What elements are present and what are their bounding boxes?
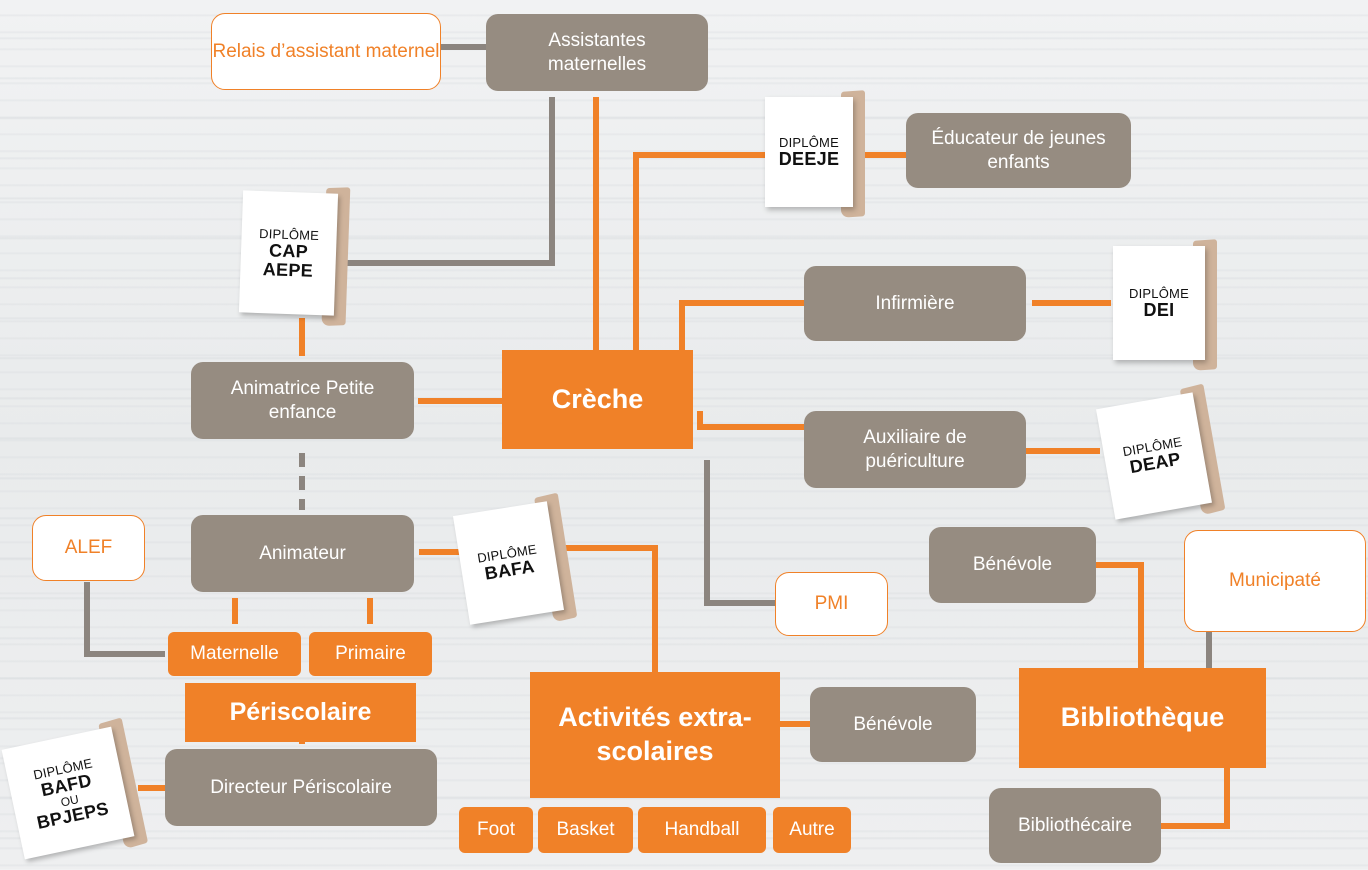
relais-label: Relais d’assistant maternel: [212, 40, 440, 62]
diploma-code-line2: AEPE: [262, 258, 314, 281]
primaire-tag: Primaire: [309, 632, 432, 676]
line-creche-auxiliaire: [697, 411, 805, 430]
benevole-activites-box: Bénévole: [810, 687, 976, 762]
auxiliaire-label: Auxiliaire de puériculture: [863, 426, 967, 472]
line-pmi: [704, 460, 775, 606]
line-assistantes-cap: [340, 97, 555, 266]
bibliothecaire-box: Bibliothécaire: [989, 788, 1161, 863]
autre-tag: Autre: [773, 807, 851, 853]
relais-assistant-maternel-box: Relais d’assistant maternel: [211, 13, 441, 90]
diploma-code: CAP: [268, 239, 309, 262]
line-bafa-activites: [558, 545, 658, 672]
bibliotheque-label: Bibliothèque: [1060, 702, 1225, 733]
diploma-deap: DIPLÔME DEAP: [1096, 383, 1226, 520]
maternelle-label: Maternelle: [190, 643, 279, 665]
infirmiere-label: Infirmière: [875, 292, 955, 314]
line-creche-deeje: [633, 152, 765, 350]
animatrice-label: Animatrice Petite enfance: [230, 377, 375, 423]
creche-label: Crèche: [551, 383, 644, 414]
line-creche-infirmiere: [679, 300, 805, 350]
diploma-dei: DIPLÔME DEI: [1113, 239, 1217, 371]
periscolaire-box: Périscolaire: [185, 683, 416, 742]
benevole-bibliotheque-box: Bénévole: [929, 527, 1096, 603]
activites-label: Activités extra-scolaires: [558, 702, 752, 766]
line-alef-maternelle: [84, 582, 165, 657]
bibliotheque-box: Bibliothèque: [1019, 668, 1266, 768]
diploma-deeje: DIPLÔME DEEJE: [765, 90, 865, 218]
animateur-label: Animateur: [259, 542, 346, 564]
animatrice-box: Animatrice Petite enfance: [191, 362, 414, 439]
diploma-bafa: DIPLÔME BAFA: [452, 492, 578, 625]
alef-label: ALEF: [64, 537, 113, 559]
animateur-box: Animateur: [191, 515, 414, 592]
municipate-box: Municipaté: [1184, 530, 1366, 632]
benevole-label: Bénévole: [972, 554, 1053, 576]
autre-label: Autre: [789, 819, 835, 841]
creche-box: Crèche: [502, 350, 693, 449]
primaire-label: Primaire: [335, 643, 406, 665]
handball-label: Handball: [664, 819, 740, 841]
maternelle-tag: Maternelle: [168, 632, 301, 676]
assistantes-label: Assistantes maternelles: [547, 29, 647, 75]
handball-tag: Handball: [638, 807, 766, 853]
diploma-label: DIPLÔME: [1129, 286, 1189, 302]
basket-label: Basket: [556, 819, 615, 841]
diploma-code: DEEJE: [778, 149, 840, 170]
infirmiere-box: Infirmière: [804, 266, 1026, 341]
directeur-label: Directeur Périscolaire: [210, 776, 392, 798]
diploma-code: DEI: [1143, 300, 1175, 321]
diploma-bafd-bpjeps: DIPLÔME BAFD OU BPJEPS: [1, 717, 149, 860]
bibliothecaire-label: Bibliothécaire: [1017, 814, 1133, 836]
periscolaire-label: Périscolaire: [229, 697, 372, 726]
municipate-label: Municipaté: [1229, 570, 1321, 592]
alef-box: ALEF: [32, 515, 145, 581]
foot-tag: Foot: [459, 807, 533, 853]
basket-tag: Basket: [538, 807, 633, 853]
benevole-activites-label: Bénévole: [853, 713, 933, 735]
diploma-label: DIPLÔME: [779, 135, 839, 151]
line-benevole-bibliotheque: [1096, 562, 1144, 668]
pmi-label: PMI: [814, 593, 849, 615]
activites-box: Activités extra-scolaires: [530, 672, 780, 798]
assistantes-maternelles-box: Assistantes maternelles: [486, 14, 708, 91]
auxiliaire-box: Auxiliaire de puériculture: [804, 411, 1026, 488]
diploma-cap-aepe: DIPLÔME CAP AEPE: [238, 187, 351, 327]
directeur-periscolaire-box: Directeur Périscolaire: [165, 749, 437, 826]
foot-label: Foot: [476, 819, 516, 841]
educateur-label: Éducateur de jeunes enfants: [931, 127, 1106, 173]
pmi-box: PMI: [775, 572, 888, 636]
educateur-box: Éducateur de jeunes enfants: [906, 113, 1131, 188]
